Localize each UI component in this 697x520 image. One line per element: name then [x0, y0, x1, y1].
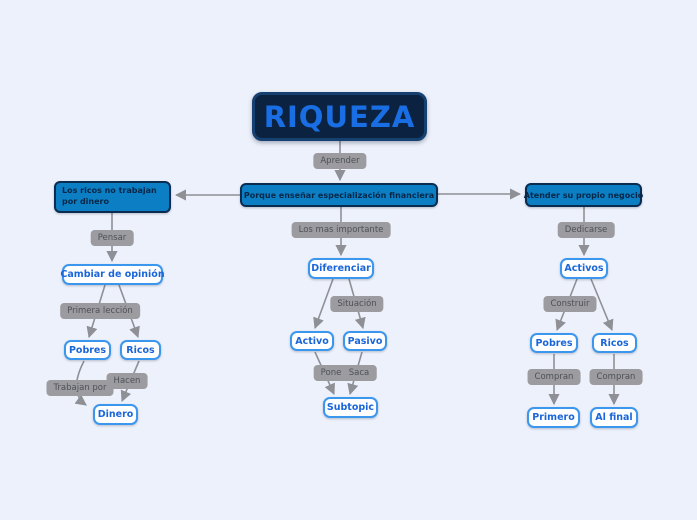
- subtopic-node-diferenciar[interactable]: Diferenciar: [308, 258, 374, 279]
- link-label-compran-left[interactable]: Compran: [527, 369, 581, 385]
- subtopic-node-cambiar-de-opinion[interactable]: Cambiar de opinión: [60, 264, 165, 285]
- subtopic-node-pobres-left[interactable]: Pobres: [64, 340, 111, 360]
- link-label-aprender[interactable]: Aprender: [313, 153, 367, 169]
- root-node-riqueza[interactable]: RIQUEZA: [252, 92, 427, 141]
- link-label-trabajan-por[interactable]: Trabajan por: [46, 380, 114, 396]
- subtopic-node-dinero[interactable]: Dinero: [93, 404, 138, 425]
- subtopic-node-ricos-left[interactable]: Ricos: [120, 340, 161, 360]
- subtopic-node-pasivo[interactable]: Pasivo: [343, 331, 387, 351]
- link-label-los-mas-importante[interactable]: Los mas importante: [291, 222, 391, 238]
- topic-node-right[interactable]: Atender su propio negocio: [524, 183, 643, 207]
- subtopic-node-subtopic[interactable]: Subtopic: [323, 397, 378, 418]
- link-label-situacion[interactable]: Situación: [330, 296, 384, 312]
- subtopic-node-al-final[interactable]: Al final: [590, 407, 638, 428]
- link-label-pone[interactable]: Pone: [313, 365, 349, 381]
- topic-node-left[interactable]: Los ricos no trabajan por dinero: [54, 181, 171, 213]
- link-label-hacen[interactable]: Hacen: [106, 373, 148, 389]
- subtopic-node-ricos-right[interactable]: Ricos: [592, 333, 637, 353]
- subtopic-node-activos[interactable]: Activos: [560, 258, 608, 279]
- connector-activos-to-ricos: [590, 278, 614, 332]
- connector-diferenciar-to-activo: [313, 278, 334, 330]
- subtopic-node-activo[interactable]: Activo: [290, 331, 334, 351]
- link-label-primera-leccion[interactable]: Primera lección: [60, 303, 140, 319]
- subtopic-node-pobres-right[interactable]: Pobres: [530, 333, 578, 353]
- link-label-saca[interactable]: Saca: [341, 365, 377, 381]
- link-label-construir[interactable]: Construir: [543, 296, 597, 312]
- link-label-dedicarse[interactable]: Dedicarse: [557, 222, 615, 238]
- link-label-compran-right[interactable]: Compran: [589, 369, 643, 385]
- link-label-pensar[interactable]: Pensar: [90, 230, 134, 246]
- topic-node-center[interactable]: Porque enseñar especialización financier…: [240, 183, 438, 207]
- subtopic-node-primero[interactable]: Primero: [527, 407, 580, 428]
